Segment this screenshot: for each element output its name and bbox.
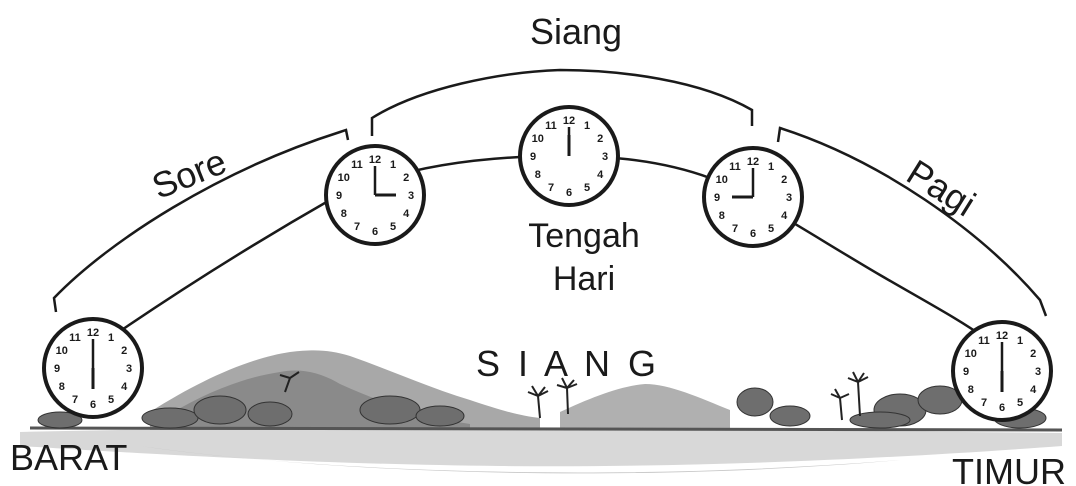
clock-number: 5 <box>584 182 590 194</box>
clock-number: 3 <box>1035 366 1041 378</box>
clock-number: 9 <box>530 151 536 163</box>
clock-number: 11 <box>351 159 363 171</box>
clock-number: 11 <box>69 332 81 344</box>
label-timur: TIMUR <box>952 451 1066 486</box>
clock-number: 7 <box>732 223 738 235</box>
clock-number: 9 <box>336 190 342 202</box>
clock-number: 6 <box>999 402 1005 414</box>
small-hill <box>560 384 730 430</box>
clock-number: 8 <box>968 384 974 396</box>
clock-number: 4 <box>121 381 128 393</box>
clock-number: 11 <box>545 120 557 132</box>
ground-shadow <box>20 427 1062 467</box>
clock-number: 12 <box>563 115 575 127</box>
clock-number: 6 <box>372 226 378 238</box>
clock-number: 6 <box>566 187 572 199</box>
clock-number: 7 <box>981 397 987 409</box>
clock-number: 2 <box>121 345 127 357</box>
label-siang-top: Siang <box>530 11 622 52</box>
clock-number: 1 <box>768 161 774 173</box>
clock-number: 12 <box>747 156 759 168</box>
label-tengah: Tengah <box>528 217 640 255</box>
clock-number: 9 <box>963 366 969 378</box>
clock-number: 8 <box>341 208 347 220</box>
clock-number: 7 <box>548 182 554 194</box>
clock-number: 5 <box>390 221 396 233</box>
clock-number: 4 <box>781 210 788 222</box>
clock-number: 7 <box>354 221 360 233</box>
bracket-siang <box>370 68 754 136</box>
clock-number: 10 <box>532 133 544 145</box>
clock-number: 12 <box>87 327 99 339</box>
ground-line <box>29 426 1063 432</box>
clock-number: 7 <box>72 394 78 406</box>
clock-number: 2 <box>1030 348 1036 360</box>
clock-number: 5 <box>1017 397 1023 409</box>
clock-number: 2 <box>597 133 603 145</box>
label-siang-ground: S I A N G <box>476 343 660 384</box>
clock-number: 8 <box>719 210 725 222</box>
clock-number: 9 <box>54 363 60 375</box>
clock-number: 4 <box>403 208 410 220</box>
label-hari: Hari <box>553 260 615 298</box>
clock-number: 5 <box>108 394 114 406</box>
clock-number: 3 <box>602 151 608 163</box>
label-pagi: Pagi <box>900 151 983 224</box>
clock-number: 12 <box>369 154 381 166</box>
palm-trees <box>279 371 869 421</box>
clock-number: 9 <box>714 192 720 204</box>
clock-number: 4 <box>597 169 604 181</box>
clock-number: 8 <box>59 381 65 393</box>
clock-number: 3 <box>786 192 792 204</box>
clock-number: 2 <box>781 174 787 186</box>
clock-number: 1 <box>390 159 396 171</box>
clock-number: 1 <box>108 332 114 344</box>
clock-number: 10 <box>716 174 728 186</box>
clock-number: 1 <box>584 120 590 132</box>
clock-number: 8 <box>535 169 541 181</box>
clock-number: 1 <box>1017 335 1023 347</box>
clock-number: 6 <box>90 399 96 411</box>
clock-number: 2 <box>403 172 409 184</box>
clock-number: 6 <box>750 228 756 240</box>
bracket-sore <box>52 128 350 313</box>
bracket-pagi <box>776 126 1048 317</box>
clock-number: 3 <box>408 190 414 202</box>
clock-number: 10 <box>338 172 350 184</box>
clock-number: 3 <box>126 363 132 375</box>
clock-number: 4 <box>1030 384 1037 396</box>
clock-number: 10 <box>56 345 68 357</box>
clock-number: 12 <box>996 330 1008 342</box>
clock-number: 10 <box>965 348 977 360</box>
clock-number: 11 <box>978 335 990 347</box>
clock-number: 11 <box>729 161 741 173</box>
label-barat: BARAT <box>10 437 127 478</box>
clock-number: 5 <box>768 223 774 235</box>
